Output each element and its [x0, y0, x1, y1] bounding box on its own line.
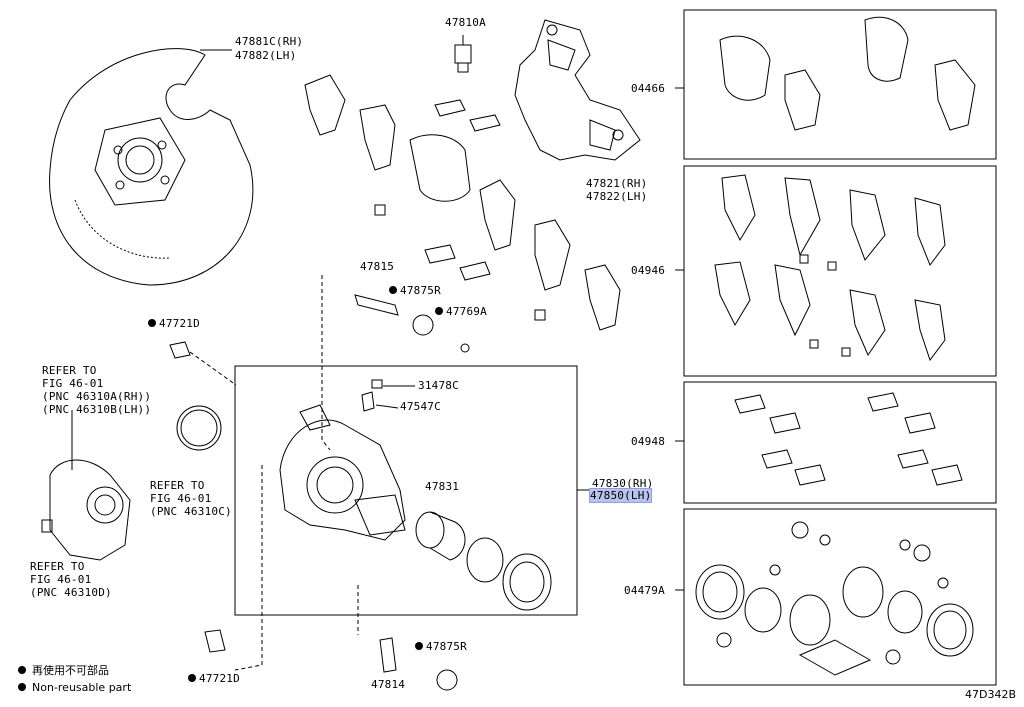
callout-bolt-lower-text: 47721D [199, 672, 240, 685]
non-reusable-marker [389, 286, 397, 294]
non-reusable-marker [435, 307, 443, 315]
kit-frame-04479a [683, 508, 997, 686]
callout-dust-cover-rh[interactable]: 47881C(RH) [235, 35, 304, 48]
legend-en-text: Non-reusable part [32, 681, 132, 694]
callout-bushing-text: 47769A [446, 305, 487, 318]
refer-middle-line1[interactable]: REFER TO [150, 479, 205, 492]
non-reusable-dot-icon [18, 666, 26, 674]
callout-bolt-upper[interactable]: 47721D [148, 317, 200, 330]
callout-dust-cover-lh[interactable]: 47882(LH) [235, 49, 297, 62]
refer-upper-line3[interactable]: (PNC 46310A(RH)) [42, 390, 152, 403]
callout-pin-lower[interactable]: 47814 [371, 678, 406, 691]
kit-frame-04948 [683, 381, 997, 504]
caliper-body-drawing [279, 404, 406, 541]
non-reusable-marker [188, 674, 196, 682]
legend-jp-text: 再使用不可部品 [32, 664, 109, 677]
legend-row-jp: 再使用不可部品 [18, 662, 131, 679]
kit-code-04946[interactable]: 04946 [631, 264, 666, 277]
kit-frame-04466 [683, 9, 997, 160]
kit-frame-04946 [683, 165, 997, 377]
refer-upper-line4[interactable]: (PNC 46310B(LH)) [42, 403, 152, 416]
callout-bolt-upper-text: 47721D [159, 317, 200, 330]
callout-bushing[interactable]: 47769A [435, 305, 487, 318]
callout-bleeder-plug[interactable]: 47810A [445, 16, 486, 29]
non-reusable-dot-icon [18, 683, 26, 691]
callout-bolt-lower[interactable]: 47721D [188, 672, 240, 685]
non-reusable-marker [415, 642, 423, 650]
kit-code-04479a[interactable]: 04479A [624, 584, 665, 597]
callout-bleeder[interactable]: 47547C [400, 400, 441, 413]
refer-lower-line3[interactable]: (PNC 46310D) [30, 586, 112, 599]
legend: 再使用不可部品 Non-reusable part [18, 662, 131, 696]
callout-boot-lower-text: 47875R [426, 640, 467, 653]
caliper-assembly-drawing [41, 410, 131, 561]
callout-boot-upper[interactable]: 47875R [389, 284, 441, 297]
diagram-code: 47D342B [964, 688, 1016, 701]
non-reusable-marker [148, 319, 156, 327]
refer-upper-line2[interactable]: FIG 46-01 [42, 377, 104, 390]
callout-cap[interactable]: 31478C [418, 379, 459, 392]
callout-boot-upper-text: 47875R [400, 284, 441, 297]
callout-slide-pin-bush[interactable]: 47815 [360, 260, 395, 273]
callout-mounting-rh[interactable]: 47821(RH) [586, 177, 648, 190]
refer-middle-line3[interactable]: (PNC 46310C) [150, 505, 232, 518]
callout-piston[interactable]: 47831 [425, 480, 460, 493]
refer-upper-line1[interactable]: REFER TO [42, 364, 97, 377]
callout-mounting-lh[interactable]: 47822(LH) [586, 190, 648, 203]
kit-code-04466[interactable]: 04466 [631, 82, 666, 95]
callout-boot-lower[interactable]: 47875R [415, 640, 467, 653]
brake-pads-drawing [304, 74, 621, 331]
legend-row-en: Non-reusable part [18, 679, 131, 696]
refer-lower-line1[interactable]: REFER TO [30, 560, 85, 573]
kit-code-04948[interactable]: 04948 [631, 435, 666, 448]
callout-cylinder-lh[interactable]: 47850(LH) [588, 488, 653, 503]
mounting-bracket-drawing [514, 19, 641, 161]
refer-lower-line2[interactable]: FIG 46-01 [30, 573, 92, 586]
dust-cover-drawing [49, 48, 254, 286]
refer-middle-line2[interactable]: FIG 46-01 [150, 492, 212, 505]
callout-cylinder-rh[interactable]: 47830(RH) [592, 477, 654, 490]
